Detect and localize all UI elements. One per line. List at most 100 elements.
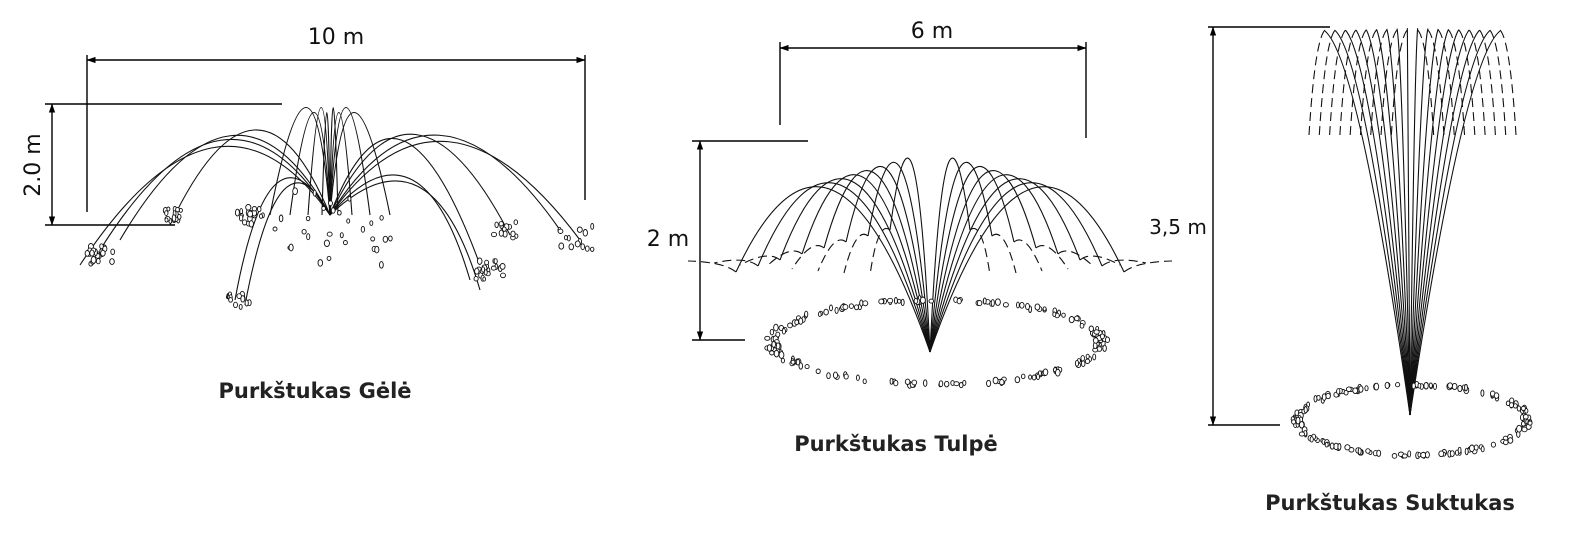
gele-width-dimension: 10 m xyxy=(86,25,586,212)
suktukas-droplet xyxy=(1520,405,1526,411)
gele-droplet xyxy=(166,206,171,212)
suktukas-droplet xyxy=(1513,403,1518,409)
tulpe-droplet xyxy=(1031,374,1037,381)
suktukas-droplet xyxy=(1424,451,1430,459)
gele-droplet xyxy=(584,245,590,252)
suktukas-jet-falling xyxy=(1427,29,1445,136)
gele-droplet xyxy=(568,243,575,251)
gele-height-label: 2.0 m xyxy=(21,133,46,196)
tulpe-jet xyxy=(929,165,1015,353)
tulpe-droplet xyxy=(990,299,995,307)
gele-arc-jet-right xyxy=(329,137,481,266)
tulpe-droplet xyxy=(953,381,960,387)
tulpe-jet xyxy=(929,174,1059,353)
tulpe-droplet xyxy=(787,322,793,329)
suktukas-jet-falling xyxy=(1478,29,1496,136)
suktukas-droplet xyxy=(1449,450,1455,457)
tulpe-jet-falling xyxy=(991,233,1017,274)
suktukas-jet xyxy=(1396,28,1411,416)
tulpe-droplet xyxy=(804,364,810,370)
tulpe-jet-falling xyxy=(843,233,869,274)
tulpe-droplet xyxy=(834,306,839,314)
tulpe-droplet xyxy=(1019,301,1025,309)
tulpe-jet xyxy=(929,178,1081,353)
suktukas-jet xyxy=(1345,29,1411,416)
gele-droplet xyxy=(321,205,326,211)
suktukas-jet xyxy=(1409,28,1419,416)
tulpe-droplet xyxy=(1028,374,1033,380)
tulpe-droplet xyxy=(1074,359,1080,367)
suktukas-droplet xyxy=(1395,382,1401,388)
tulpe-caption: Purkštukas Tulpė xyxy=(794,432,998,456)
gele-droplet xyxy=(346,218,351,224)
gele-droplet xyxy=(369,220,374,226)
tulpe-droplet xyxy=(773,323,779,332)
tulpe-jet xyxy=(929,157,971,353)
gele-droplet xyxy=(498,221,504,227)
gele-droplet xyxy=(326,255,332,261)
suktukas-droplet xyxy=(1438,450,1445,458)
tulpe-droplet xyxy=(817,311,822,317)
suktukas-droplet xyxy=(1480,389,1485,397)
gele-arc-jet-right xyxy=(329,134,561,231)
gele-center-jet xyxy=(329,111,391,216)
tulpe-jet-falling xyxy=(739,255,781,266)
gele-droplet xyxy=(242,219,248,226)
gele-droplet xyxy=(374,245,380,254)
gele-droplet xyxy=(580,243,585,251)
suktukas-jet-falling xyxy=(1308,29,1326,136)
tulpe-droplet xyxy=(1055,368,1061,377)
suktukas-drops xyxy=(1290,380,1533,460)
suktukas-jets xyxy=(1308,28,1517,416)
gele-droplet xyxy=(558,242,565,250)
tulpe-droplet xyxy=(1042,368,1049,376)
gele-droplet xyxy=(501,226,507,232)
tulpe-droplet xyxy=(1080,355,1085,362)
fountain-suktukas: 3,5 m Purkštukas Suktukas xyxy=(1149,26,1533,515)
tulpe-droplet xyxy=(794,319,800,326)
suktukas-droplet xyxy=(1401,453,1408,459)
gele-droplet xyxy=(482,276,487,282)
tulpe-droplet xyxy=(1079,322,1085,329)
tulpe-droplet xyxy=(766,344,772,352)
gele-droplet xyxy=(238,214,244,222)
gele-droplet xyxy=(247,210,254,218)
tulpe-jet-falling xyxy=(713,259,759,267)
gele-droplet xyxy=(99,243,104,250)
tulpe-droplet xyxy=(919,296,926,304)
suktukas-jet xyxy=(1324,30,1411,416)
suktukas-jet xyxy=(1334,30,1411,416)
tulpe-droplet xyxy=(804,310,809,318)
suktukas-droplet xyxy=(1480,445,1485,453)
gele-droplet xyxy=(317,259,324,267)
tulpe-droplet xyxy=(904,378,911,385)
gele-droplet xyxy=(474,267,480,275)
suktukas-droplet xyxy=(1343,389,1349,396)
suktukas-droplet xyxy=(1346,386,1352,392)
gele-droplet xyxy=(251,206,258,212)
tulpe-jet xyxy=(735,186,931,353)
tulpe-droplet xyxy=(928,298,935,304)
suktukas-jet xyxy=(1409,28,1450,416)
gele-droplet xyxy=(234,208,240,217)
gele-droplet xyxy=(323,239,330,247)
tulpe-jet xyxy=(929,170,1037,353)
tulpe-jet-falling xyxy=(1079,255,1121,266)
tulpe-droplet xyxy=(994,298,1001,306)
fountain-tulpe: 6 m 2 m Purkštukas Tulpė xyxy=(647,19,1173,456)
gele-droplet xyxy=(248,220,254,228)
gele-droplet xyxy=(490,231,498,238)
tulpe-droplet xyxy=(982,297,987,305)
suktukas-droplet xyxy=(1295,416,1301,425)
suktukas-droplet xyxy=(1316,394,1321,401)
gele-droplet xyxy=(278,214,284,223)
gele-droplet xyxy=(272,226,278,232)
suktukas-jet-falling xyxy=(1458,29,1476,136)
tulpe-droplet xyxy=(1102,344,1107,352)
suktukas-droplet xyxy=(1527,420,1533,426)
suktukas-jet-falling xyxy=(1380,29,1398,136)
tulpe-droplet xyxy=(843,373,849,380)
tulpe-droplet xyxy=(1068,316,1075,324)
gele-droplet xyxy=(84,250,90,257)
suktukas-droplet xyxy=(1337,443,1342,451)
